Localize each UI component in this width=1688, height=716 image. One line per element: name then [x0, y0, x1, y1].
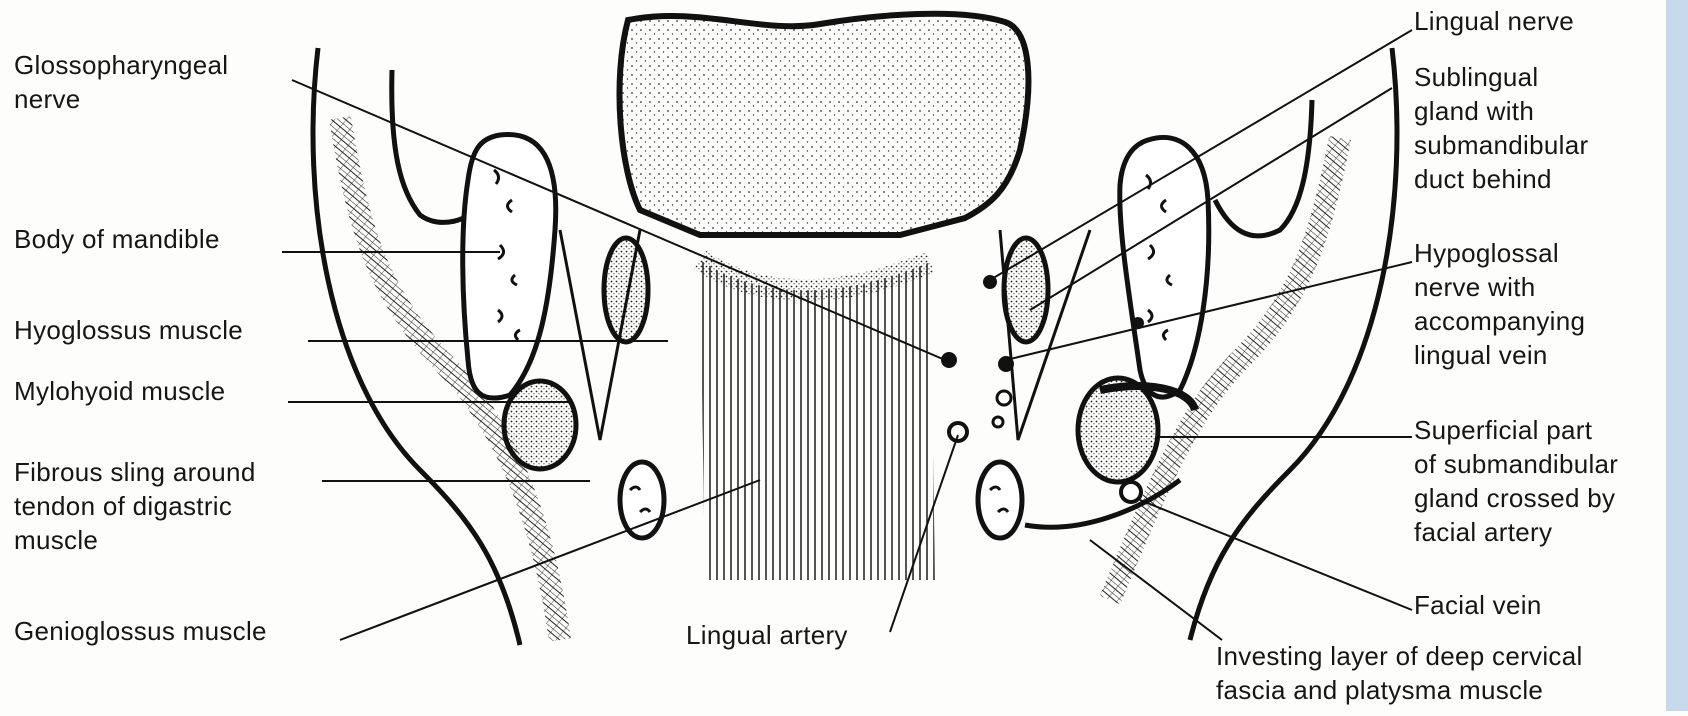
- label-lingual-nerve: Lingual nerve: [1414, 4, 1574, 38]
- label-hypoglossal-nerve: Hypoglossal nerve with accompanying ling…: [1414, 236, 1585, 372]
- leader-sublingual-gland: [1030, 88, 1392, 310]
- tongue: [619, 14, 1028, 235]
- label-glossopharyngeal-nerve: Glossopharyngeal nerve: [14, 48, 228, 116]
- label-fibrous-sling: Fibrous sling around tendon of digastric…: [14, 455, 256, 557]
- label-sublingual-gland: Sublingual gland with submandibular duct…: [1414, 60, 1588, 196]
- label-hyoglossus-muscle: Hyoglossus muscle: [14, 313, 243, 347]
- label-superficial-part: Superficial part of submandibular gland …: [1414, 413, 1666, 549]
- genioglossus-muscle: [700, 260, 935, 580]
- label-facial-vein: Facial vein: [1414, 588, 1542, 622]
- label-lingual-artery: Lingual artery: [686, 618, 848, 652]
- leader-facial-vein: [1140, 500, 1412, 610]
- label-investing-layer: Investing layer of deep cervical fascia …: [1216, 639, 1666, 707]
- label-body-of-mandible: Body of mandible: [14, 222, 220, 256]
- label-genioglossus-muscle: Genioglossus muscle: [14, 614, 267, 648]
- page-edge-strip: [1666, 0, 1688, 711]
- label-mylohyoid-muscle: Mylohyoid muscle: [14, 374, 225, 408]
